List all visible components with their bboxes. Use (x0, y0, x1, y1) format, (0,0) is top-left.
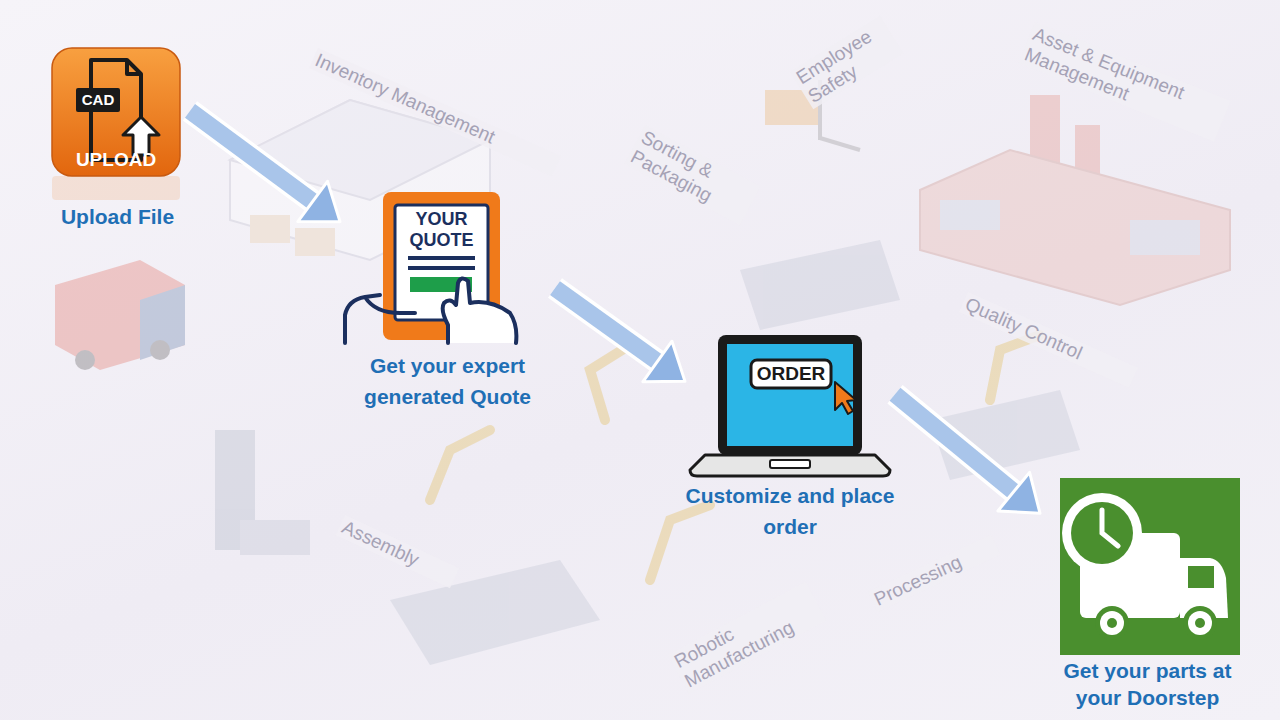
cad-tag (76, 88, 120, 112)
order-button-text: ORDER (751, 360, 831, 388)
wheel (1095, 606, 1129, 640)
step-icon (1040, 478, 1255, 655)
step-icon (685, 330, 895, 478)
delivery-truck (150, 340, 170, 360)
conveyors (740, 240, 900, 330)
truck-window (1188, 566, 1214, 588)
robot-arms (430, 430, 490, 500)
delivery-truck (55, 260, 185, 370)
factory (940, 200, 1000, 230)
cad-label: CAD (76, 88, 120, 112)
laptop-screen-frame (718, 335, 862, 455)
step-caption: Customize and place order (685, 480, 895, 542)
arrow-shaft (190, 111, 316, 204)
warehouse (295, 228, 335, 256)
order-step: ORDER Customize and place order (685, 330, 895, 544)
conveyors (215, 240, 1080, 665)
step-icon (45, 45, 190, 200)
upload-label: UPLOAD (52, 148, 180, 172)
forklift (820, 138, 860, 150)
delivery-truck (55, 260, 185, 370)
upload-tile (52, 48, 180, 176)
background-area-label: Asset & Equipment Management (1019, 22, 1231, 142)
text-line (408, 256, 475, 260)
warehouse (250, 215, 290, 243)
arrow-head (643, 341, 685, 382)
upload-step: CAD UPLOAD Upload File (45, 45, 190, 233)
arrow-outline (190, 111, 316, 204)
flow-arrow (555, 288, 685, 382)
background-area-label: Sorting & Packaging (624, 125, 760, 225)
cursor (835, 382, 856, 414)
factory (1130, 220, 1200, 255)
background-area-label: Processing (868, 535, 1001, 612)
touchpad (770, 460, 810, 468)
reflection (52, 176, 180, 200)
delivery-truck (75, 350, 95, 370)
conveyors (240, 520, 310, 555)
wheel-hub (1107, 618, 1117, 628)
background-area-label: Assembly (336, 515, 459, 588)
delivery-tile (1060, 478, 1240, 655)
text-line (408, 266, 475, 270)
flow-arrow (895, 394, 1040, 513)
order-button (751, 360, 831, 388)
wheel-hub (1195, 618, 1205, 628)
wheel (1183, 606, 1217, 640)
arrow-outline (895, 394, 1017, 494)
clock-face (1071, 502, 1133, 564)
arrow-shaft (555, 288, 661, 364)
flow-arrow (190, 111, 340, 222)
left-hand (345, 295, 415, 343)
step-caption: Get your expert generated Quote (340, 350, 555, 412)
factory (920, 150, 1230, 305)
conveyors (390, 560, 600, 665)
background-area-label: Quality Control (959, 292, 1138, 388)
background-area-label: Robotic Manufacturing (668, 582, 826, 694)
quote-screen-text: YOUR QUOTE (400, 209, 483, 251)
robot-arms (590, 345, 630, 420)
arrow-head (998, 472, 1040, 513)
delivery-step: Get your parts at your Doorstep (1040, 478, 1255, 713)
right-hand (443, 278, 517, 343)
robot-arms (650, 505, 710, 580)
laptop-base (690, 455, 890, 476)
background-area-label: Inventory Management (309, 48, 561, 176)
arrow-head (298, 181, 340, 221)
arrow-shaft (895, 394, 1017, 494)
wheel (1100, 611, 1124, 635)
quote-step: YOUR QUOTE Get your expert generated Quot… (340, 185, 555, 414)
step-caption: Get your parts at your Doorstep (1040, 657, 1255, 711)
clock-hands (1102, 510, 1118, 546)
delivery-truck (140, 285, 185, 360)
clock-rim (1062, 493, 1142, 573)
wheel (1188, 611, 1212, 635)
arrow-outline (555, 288, 661, 364)
background-area-label: Employee Safety (790, 16, 903, 109)
step-caption: Upload File (45, 203, 190, 231)
